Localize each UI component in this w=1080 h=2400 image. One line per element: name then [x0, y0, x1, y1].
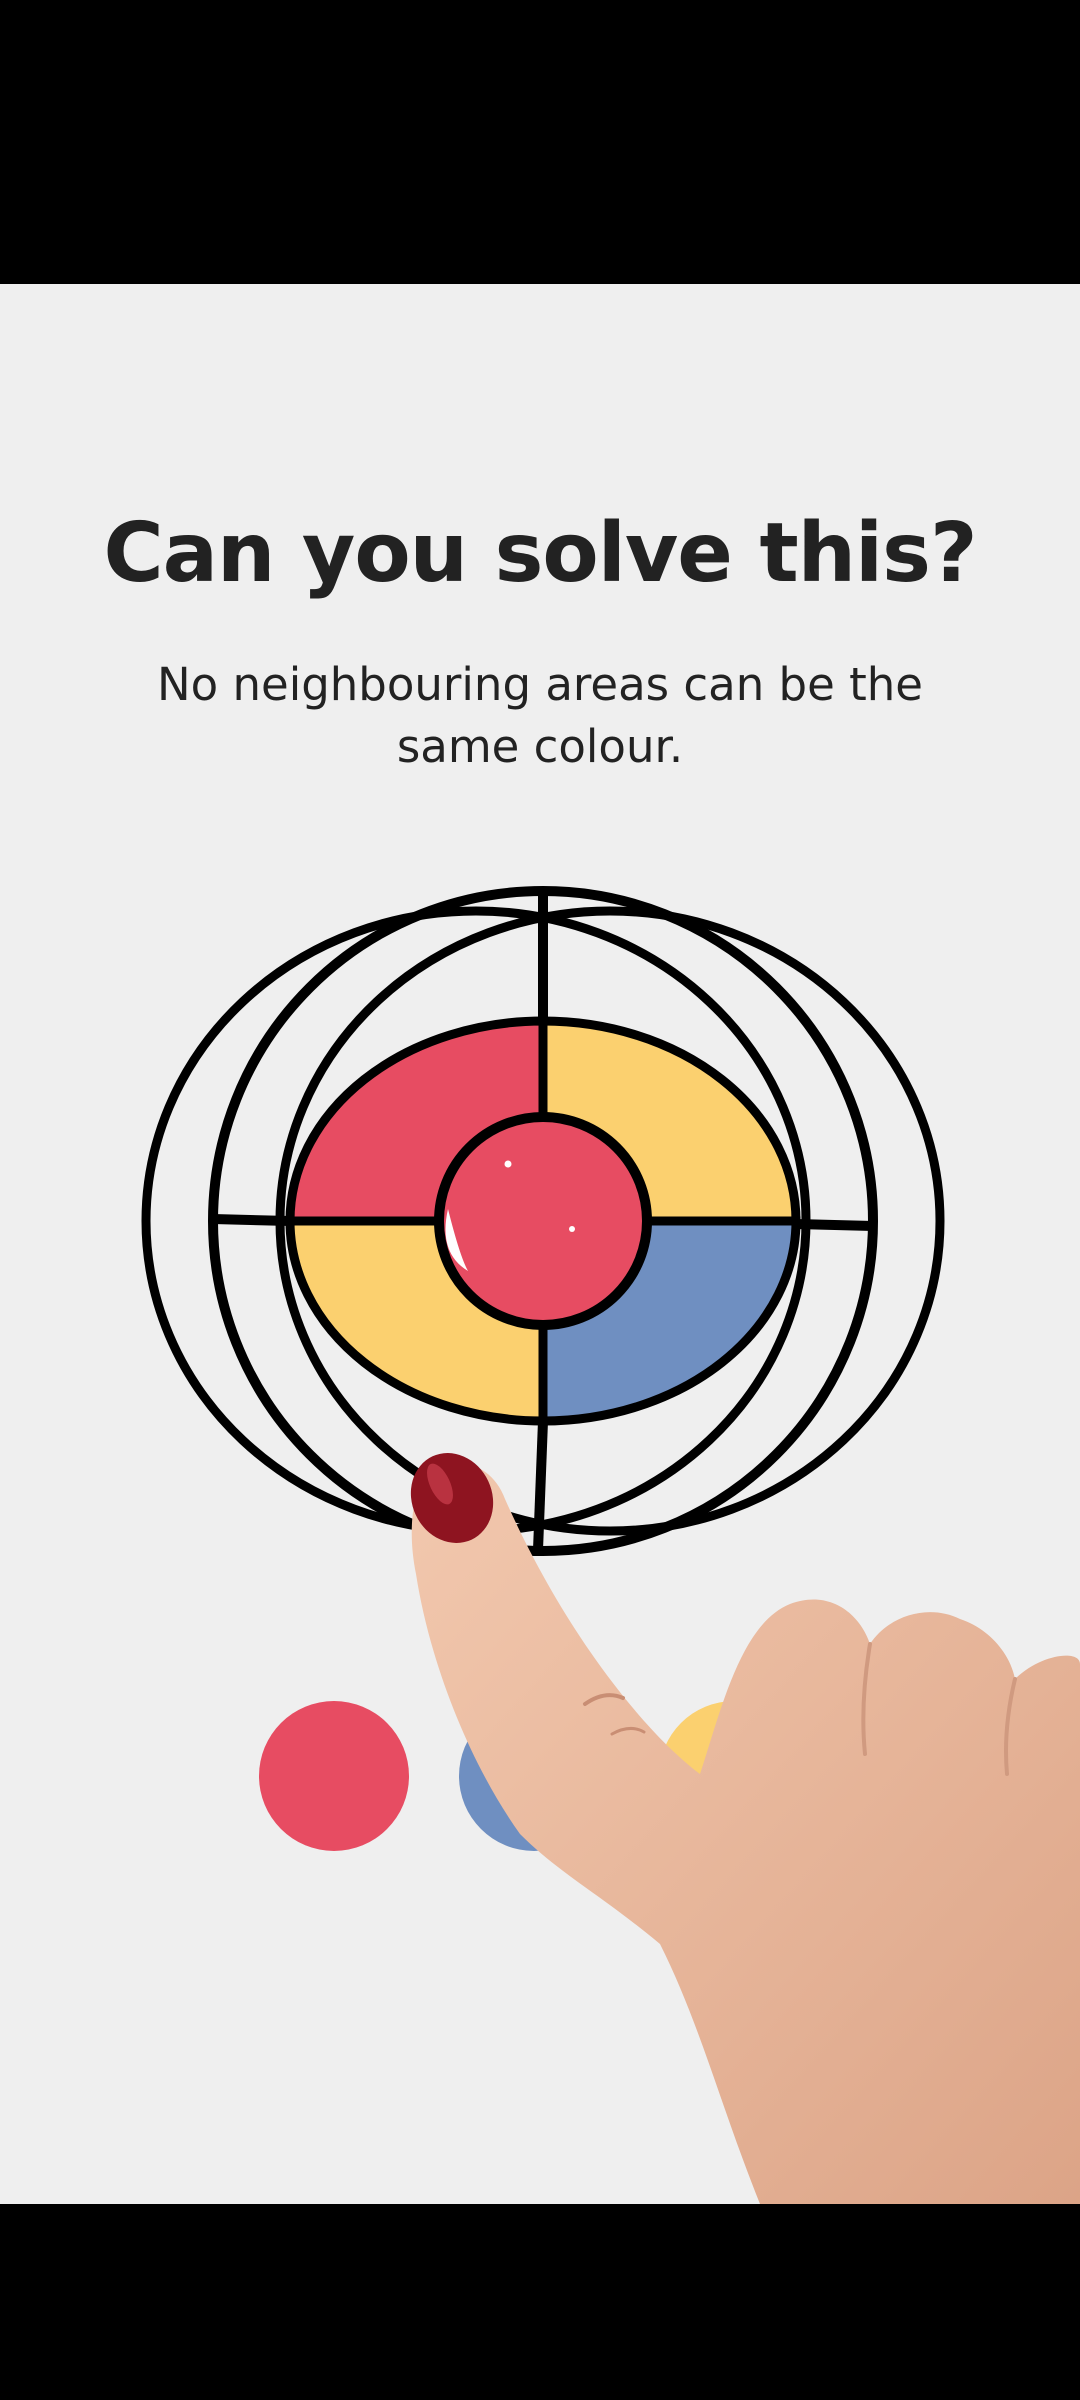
center-highlight [445, 1209, 468, 1271]
palette-yellow-swatch[interactable] [659, 1701, 809, 1851]
vertical-divider-bottom [533, 1420, 548, 1551]
bottom-letterbox [0, 2204, 1080, 2400]
coloring-puzzle [141, 886, 945, 1556]
game-stage: Can you solve this? No neighbouring area… [0, 284, 1080, 2204]
puzzle-instructions: No neighbouring areas can be the same co… [157, 658, 923, 773]
puzzle-title: Can you solve this? [103, 506, 977, 601]
palette-blue-swatch[interactable] [459, 1701, 609, 1851]
center-sparkle [569, 1226, 575, 1232]
region-center[interactable] [434, 1112, 652, 1330]
center-sparkle [504, 1160, 512, 1168]
horizontal-divider-left [212, 1214, 291, 1226]
top-letterbox [0, 0, 1080, 284]
palette-red-swatch[interactable] [259, 1701, 409, 1851]
horizontal-divider-right [795, 1219, 874, 1231]
